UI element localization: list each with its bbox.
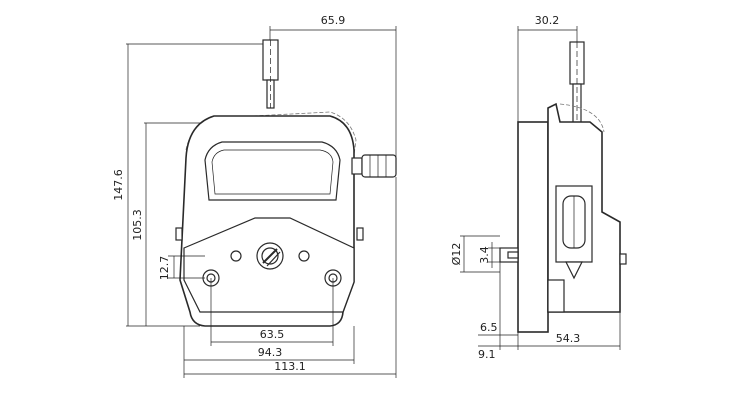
dim-tube-wall: 3.4 (478, 246, 491, 264)
side-view: 30.2 Ø12 3.4 6.5 9.1 54.3 (450, 14, 627, 361)
lever-channel (555, 185, 593, 263)
dim-handle-offset: 65.9 (321, 14, 346, 27)
lid-window (204, 141, 341, 201)
dim-base-width: 94.3 (258, 346, 283, 359)
dim-hole-spacing: 63.5 (260, 328, 285, 341)
dim-overall-width: 113.1 (274, 360, 306, 373)
dim-tube-diameter: Ø12 (450, 243, 463, 266)
tube-fitting (499, 247, 519, 263)
back-cap (517, 121, 549, 333)
side-knob (351, 154, 397, 178)
center-knob (256, 242, 284, 270)
dim-body-depth: 54.3 (556, 332, 581, 345)
dim-flange-offset: 9.1 (478, 348, 496, 361)
front-view: 65.9 147.6 105.3 12.7 63.5 94.3 113.1 (112, 14, 397, 378)
dim-mount-offset: 12.7 (158, 256, 171, 281)
dim-body-height: 105.3 (131, 209, 144, 241)
dim-flange-thickness: 6.5 (480, 321, 498, 334)
front-handle (262, 39, 279, 109)
dim-handle-width: 30.2 (535, 14, 560, 27)
dim-overall-height: 147.6 (112, 169, 125, 201)
